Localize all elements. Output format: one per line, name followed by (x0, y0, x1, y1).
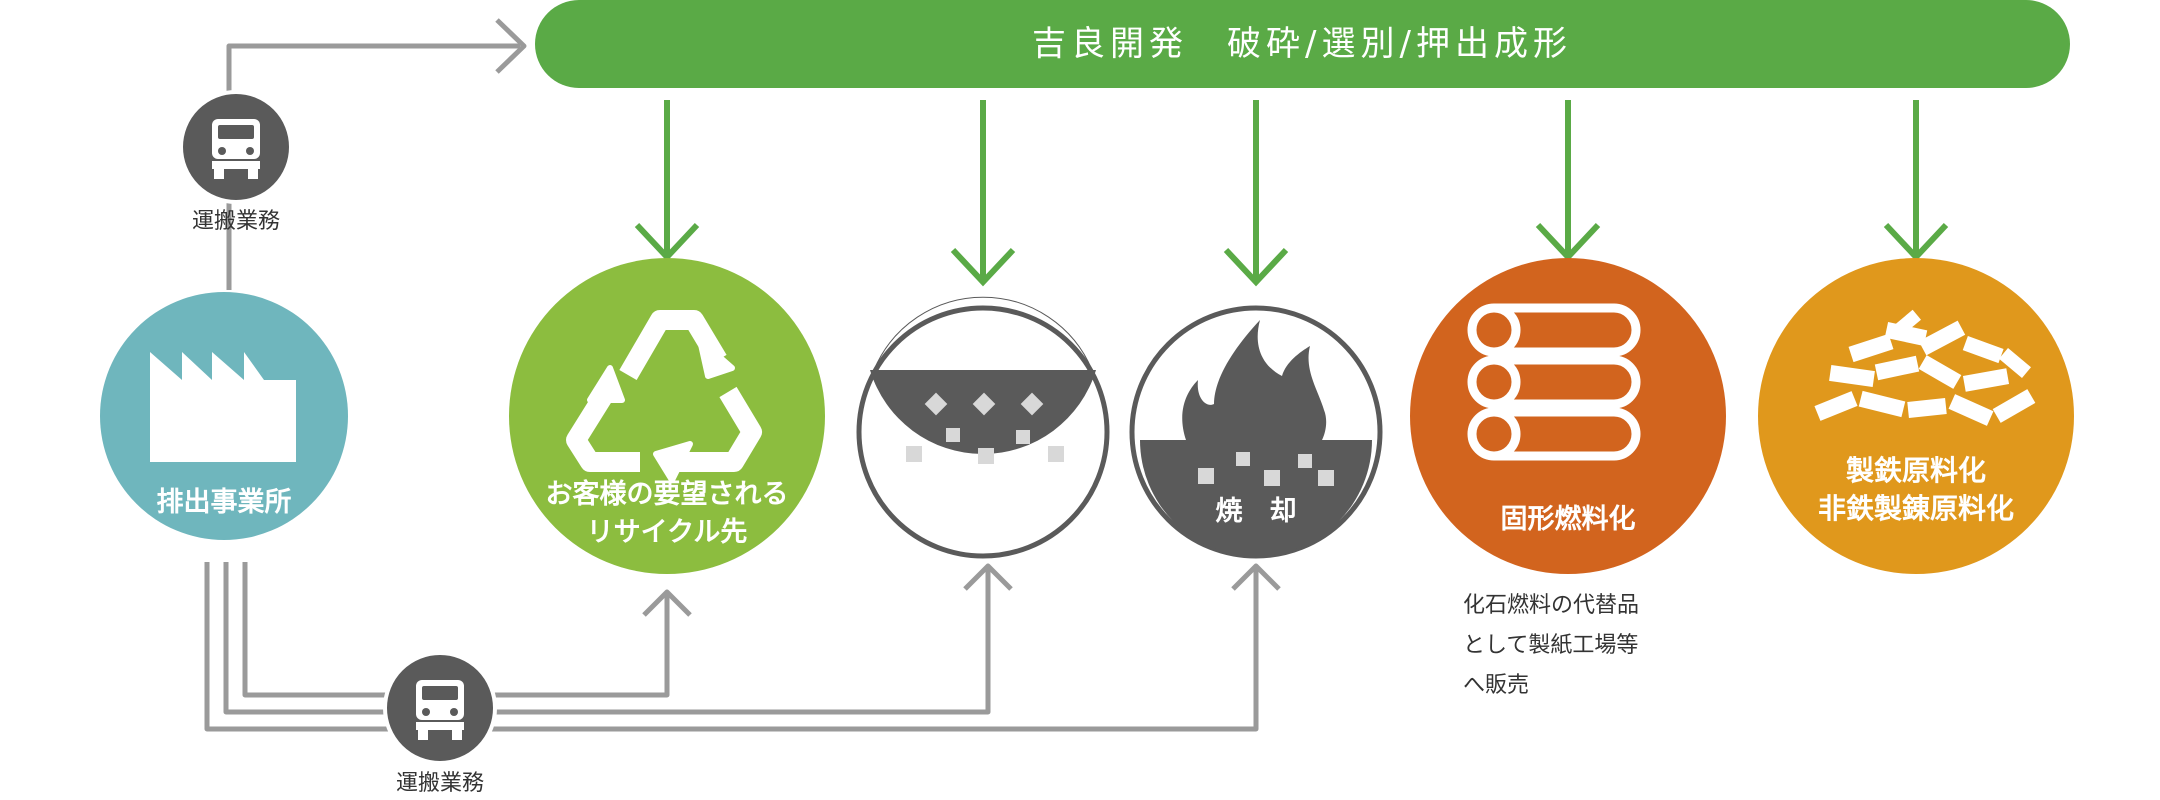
arrow-to-smelting (1883, 100, 1949, 262)
transport-label-bottom: 運搬業務 (396, 771, 484, 796)
route-to-incineration-arrowhead (1231, 563, 1281, 591)
destination-solid-fuel: 固形燃料化 (1410, 258, 1726, 574)
banner-title: 吉良開発 破砕/選別/押出成形 (1032, 24, 1572, 64)
destination-recycling: お客様の要望される リサイクル先 (509, 258, 825, 574)
scrap-pieces-icon (1814, 309, 2036, 426)
destination-landfill: 埋 立 (856, 296, 1110, 559)
fuel-logs-icon (1467, 303, 1641, 461)
recycling-label-line1: お客様の要望される (546, 478, 789, 510)
top-route-arrowhead (495, 18, 527, 74)
solid-fuel-note-line3: へ販売 (1463, 673, 1529, 698)
arrow-to-solid-fuel (1535, 100, 1601, 262)
smelting-label-line2: 非鉄製錬原料化 (1818, 492, 2014, 525)
solid-fuel-note-line2: として製紙工場等 (1463, 633, 1638, 658)
recycling-label-line2: リサイクル先 (587, 517, 748, 548)
destination-incineration: 焼 却 (1129, 305, 1383, 559)
destination-smelting: 製鉄原料化 非鉄製錬原料化 (1758, 258, 2074, 574)
solid-fuel-note-line1: 化石燃料の代替品 (1463, 593, 1639, 618)
incineration-label: 焼 却 (1216, 496, 1297, 527)
flame-icon (1182, 320, 1327, 440)
transport-truck-bottom: 運搬業務 (383, 651, 497, 796)
transport-label-top: 運搬業務 (192, 209, 280, 234)
source-factory: 排出事業所 (100, 292, 348, 540)
solid-fuel-label: 固形燃料化 (1501, 504, 1636, 535)
processing-output-arrows (634, 100, 1949, 287)
processing-banner: 吉良開発 破砕/選別/押出成形 (535, 0, 2070, 88)
route-to-landfill-line (223, 562, 991, 715)
arrow-to-recycle (634, 100, 700, 262)
top-route-line (226, 43, 520, 290)
route-to-landfill-arrowhead (963, 563, 1013, 591)
source-label: 排出事業所 (157, 487, 292, 518)
route-to-incineration-line (204, 562, 1259, 732)
arrow-to-incineration (1223, 100, 1289, 287)
transport-truck-top: 運搬業務 (179, 90, 293, 234)
route-to-recycle-arrowhead (642, 589, 692, 617)
landfill-icon (906, 392, 1064, 464)
landfill-label: 埋 立 (943, 495, 1024, 527)
factory-icon (150, 352, 296, 462)
ash-particles (1198, 452, 1334, 486)
smelting-label-line1: 製鉄原料化 (1846, 454, 1986, 487)
arrow-to-landfill (950, 100, 1016, 287)
recycle-icon (566, 310, 762, 483)
solid-fuel-note: 化石燃料の代替品 として製紙工場等 へ販売 (1463, 593, 1639, 698)
